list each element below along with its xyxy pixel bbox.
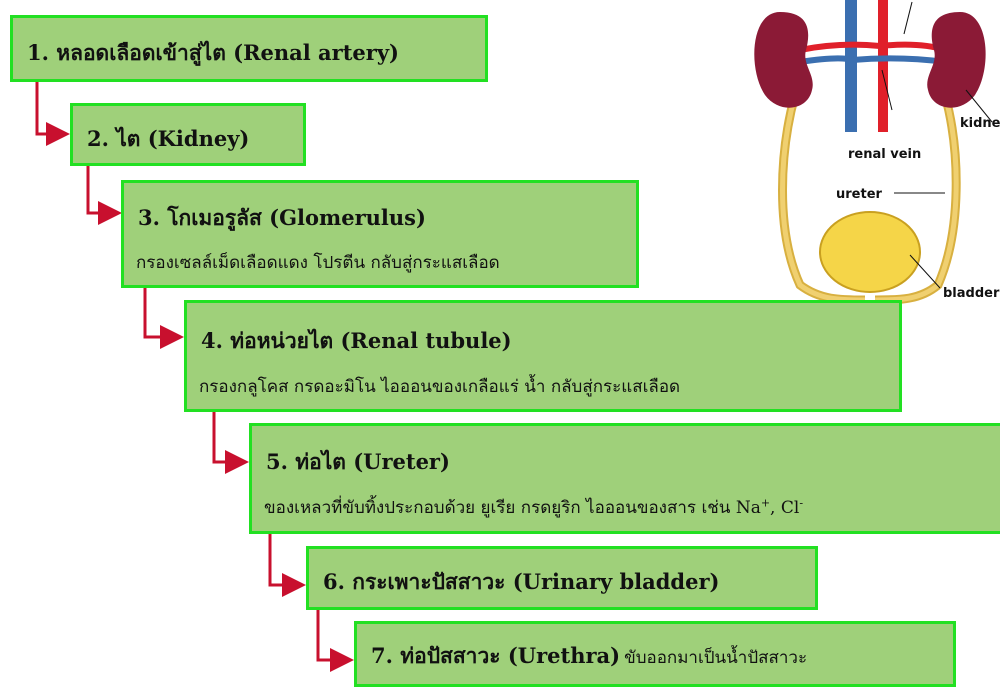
renal-vein-vessel	[800, 58, 945, 62]
step-5-description-mid: , Cl	[770, 498, 799, 518]
step-7-tail: ขับออกมาเป็นน้ำปัสสาวะ	[624, 648, 807, 668]
urinary-system-illustration: kidney renal vein ureter bladder	[740, 0, 1000, 310]
step-4-description: กรองกลูโคส กรดอะมิโน ไอออนของเกลือแร่ น้…	[199, 373, 680, 400]
connector-2-3	[88, 166, 116, 213]
step-5-description: ของเหลวที่ขับทิ้งประกอบด้วย ยูเรีย กรดยู…	[264, 494, 803, 521]
bladder-shape	[820, 212, 920, 292]
connector-4-5	[214, 412, 243, 462]
connector-3-4	[145, 288, 178, 337]
vena-cava	[845, 0, 857, 132]
step-5-ureter: 5. ท่อไต (Ureter) ของเหลวที่ขับทิ้งประกอ…	[249, 423, 1000, 534]
right-kidney	[927, 12, 985, 108]
step-7-title-text: 7. ท่อปัสสาวะ (Urethra)	[371, 643, 620, 668]
connector-5-6	[270, 534, 300, 585]
step-4-renal-tubule: 4. ท่อหน่วยไต (Renal tubule) กรองกลูโคส …	[184, 300, 902, 412]
sodium-charge: +	[761, 496, 770, 509]
label-renal-vein: renal vein	[848, 147, 921, 162]
step-7-title: 7. ท่อปัสสาวะ (Urethra)ขับออกมาเป็นน้ำปั…	[371, 640, 807, 673]
step-3-glomerulus: 3. โกเมอรูลัส (Glomerulus) กรองเซลล์เม็ด…	[121, 180, 639, 288]
step-4-title: 4. ท่อหน่วยไต (Renal tubule)	[201, 325, 512, 358]
step-3-description: กรองเซลล์เม็ดเลือดแดง โปรตีน กลับสู่กระแ…	[136, 249, 500, 276]
label-ureter: ureter	[836, 187, 883, 202]
step-1-renal-artery: 1. หลอดเลือดเข้าสู่ไต (Renal artery)	[10, 15, 488, 82]
label-bladder: bladder	[943, 286, 1000, 301]
connector-1-2	[37, 82, 64, 134]
step-1-title: 1. หลอดเลือดเข้าสู่ไต (Renal artery)	[27, 37, 399, 70]
step-5-title: 5. ท่อไต (Ureter)	[266, 446, 450, 479]
connector-6-7	[318, 610, 348, 660]
step-2-kidney: 2. ไต (Kidney)	[70, 103, 306, 166]
step-5-description-main: ของเหลวที่ขับทิ้งประกอบด้วย ยูเรีย กรดยู…	[264, 498, 761, 518]
renal-artery	[800, 45, 945, 50]
step-3-title: 3. โกเมอรูลัส (Glomerulus)	[138, 202, 426, 235]
step-6-title: 6. กระเพาะปัสสาวะ (Urinary bladder)	[323, 566, 719, 599]
aorta	[878, 0, 888, 132]
chloride-charge: -	[799, 496, 803, 509]
step-2-title: 2. ไต (Kidney)	[87, 123, 249, 156]
left-kidney	[754, 12, 812, 108]
step-6-urinary-bladder: 6. กระเพาะปัสสาวะ (Urinary bladder)	[306, 546, 818, 610]
label-kidney: kidney	[960, 116, 1000, 131]
step-7-urethra: 7. ท่อปัสสาวะ (Urethra)ขับออกมาเป็นน้ำปั…	[354, 621, 956, 687]
